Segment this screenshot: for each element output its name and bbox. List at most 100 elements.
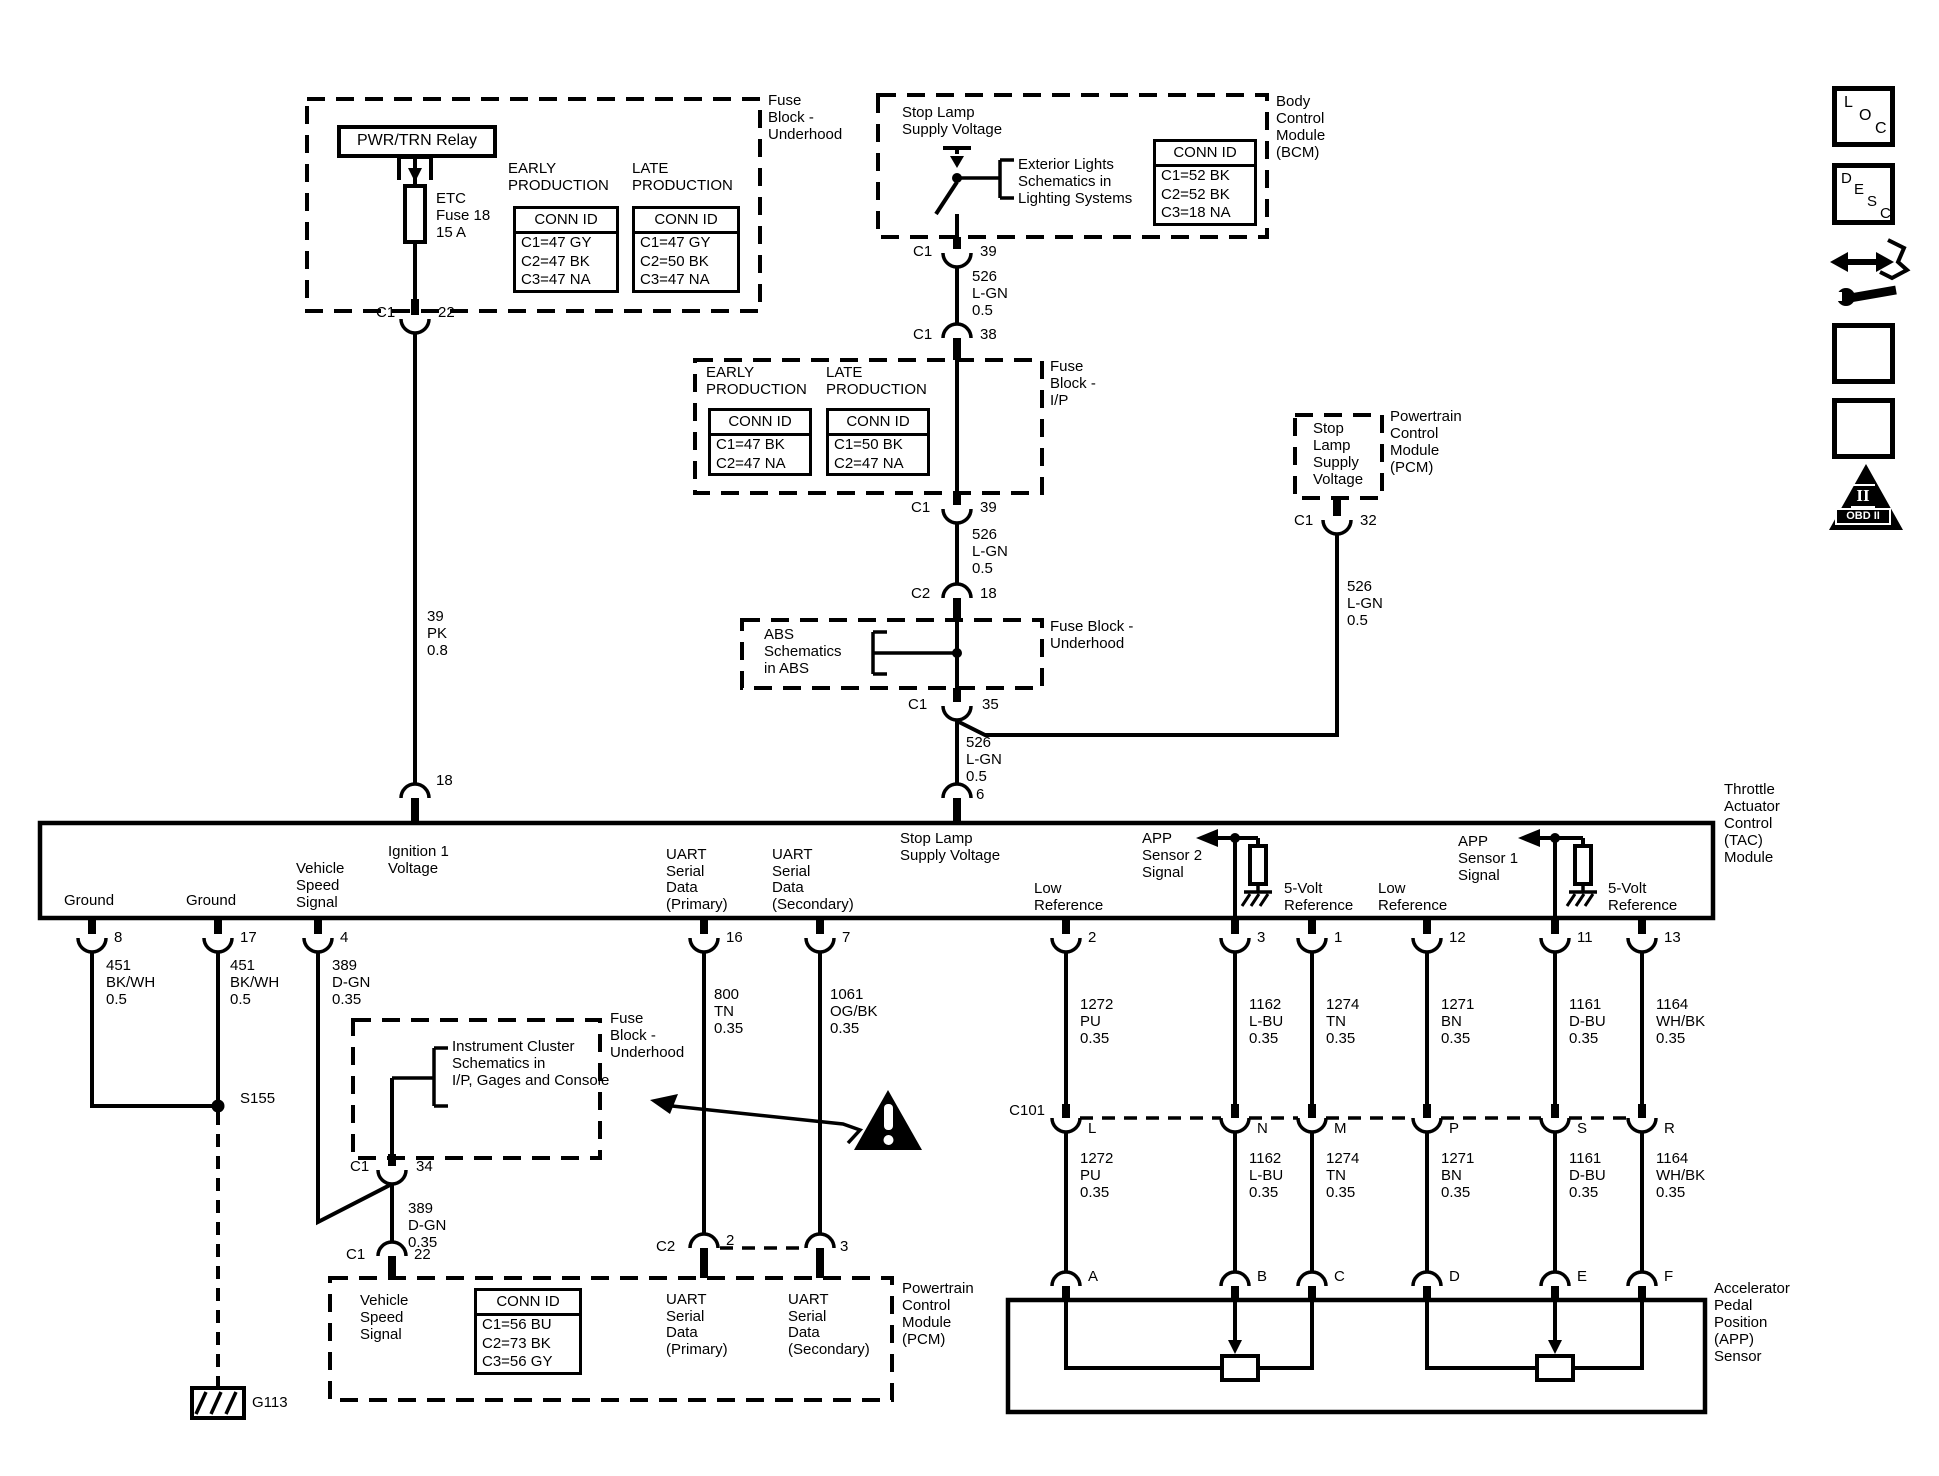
c101-terminal-label: N	[1257, 1120, 1268, 1137]
wire-label: 1274 TN 0.35	[1326, 1150, 1360, 1202]
bcm-switch-symbol	[934, 146, 1014, 237]
tac-pin-label: 4	[340, 929, 349, 946]
conn-id-table-early-underhood: CONN ID C1=47 GY C2=47 BK C3=47 NA	[513, 206, 619, 293]
pcm-uart-primary-label: UART Serial Data (Primary)	[666, 1291, 728, 1358]
next-arrow-button[interactable]	[1832, 323, 1895, 384]
app-terminal-label: A	[1088, 1268, 1099, 1285]
conn-id-table-late-ip: CONN ID C1=50 BK C2=47 NA	[826, 408, 930, 477]
obd-ii-label: OBD II	[1835, 508, 1891, 525]
wire-label-1061: 1061 OG/BK 0.35	[830, 986, 878, 1038]
connector-label: C1	[376, 304, 396, 321]
tac-ground-label: Ground	[186, 892, 237, 909]
app-terminal-label: F	[1664, 1268, 1674, 1285]
c101-connector-label: C101	[1009, 1102, 1045, 1119]
wire-label: 1271 BN 0.35	[1441, 1150, 1475, 1202]
wire-label: 1161 D-BU 0.35	[1569, 996, 1606, 1048]
fuse-block-underhood-label: Fuse Block - Underhood	[768, 92, 843, 144]
pwr-trn-relay-box: PWR/TRN Relay	[337, 125, 497, 158]
previous-arrow-button[interactable]	[1832, 398, 1895, 459]
early-production-heading: EARLY PRODUCTION	[706, 364, 807, 399]
connector-label: C1	[350, 1158, 370, 1175]
loc-button[interactable]: L O C	[1832, 86, 1895, 147]
wire-label: 1164 WH/BK 0.35	[1656, 996, 1706, 1048]
pin-label: 32	[1360, 512, 1377, 529]
wire-label-389: 389 D-GN 0.35	[408, 1200, 447, 1252]
tac-low-reference-label: Low Reference	[1378, 880, 1448, 915]
app-sensor-label: Accelerator Pedal Position (APP) Sensor	[1714, 1280, 1790, 1366]
pcm-stop-lamp-label: Stop Lamp Supply Voltage	[1313, 420, 1364, 489]
wire-label-526: 526 L-GN 0.5	[1347, 578, 1383, 630]
pin-label: 22	[414, 1246, 431, 1263]
pcm-uart-secondary-label: UART Serial Data (Secondary)	[788, 1291, 870, 1358]
wire-label-451: 451 BK/WH 0.5	[230, 957, 280, 1009]
obd-ii-badge: II OBD II	[1829, 464, 1903, 532]
pin-label: 39	[980, 243, 997, 260]
connector-symbols	[76, 252, 1658, 1287]
conn-id-table-pcm: CONN ID C1=56 BU C2=73 BK C3=56 GY	[474, 1288, 582, 1375]
filled-symbols	[88, 148, 1646, 1354]
pin-label: 2	[726, 1232, 735, 1249]
pin-label: 6	[976, 786, 985, 803]
bcm-reference-label: Exterior Lights Schematics in Lighting S…	[1018, 156, 1133, 208]
loc-letter: L	[1844, 94, 1853, 111]
fuse-block-underhood-label: Fuse Block - Underhood	[610, 1010, 685, 1062]
pin-label: 38	[980, 326, 997, 343]
desc-letter: C	[1880, 205, 1891, 222]
tac-5v-reference-label: 5-Volt Reference	[1608, 880, 1678, 915]
pin-label: 18	[436, 772, 453, 789]
wire-label: 1162 L-BU 0.35	[1249, 996, 1284, 1048]
tac-pin-label: 3	[1257, 929, 1266, 946]
wire-label: 1162 L-BU 0.35	[1249, 1150, 1284, 1202]
app2-internal-circuit	[1216, 836, 1272, 918]
wire-label-451: 451 BK/WH 0.5	[106, 957, 156, 1009]
crossing-arrow	[671, 1104, 864, 1145]
instrument-bracket	[392, 1046, 448, 1108]
tac-pin-label: 2	[1088, 929, 1097, 946]
conn-id-table-early-ip: CONN ID C1=47 BK C2=47 NA	[708, 408, 812, 477]
tac-ignition-label: Ignition 1 Voltage	[388, 843, 449, 878]
late-production-heading: LATE PRODUCTION	[826, 364, 927, 399]
pin-label: 39	[980, 499, 997, 516]
c101-terminal-label: R	[1664, 1120, 1675, 1137]
wire-label: 1161 D-BU 0.35	[1569, 1150, 1606, 1202]
dashed-boxes	[305, 93, 1384, 1402]
ground-label: G113	[252, 1394, 288, 1411]
wiring-navigation-icon[interactable]	[1828, 238, 1908, 308]
late-production-heading: LATE PRODUCTION	[632, 160, 733, 195]
connector-label: C1	[1294, 512, 1314, 529]
pcm-module-label: Powertrain Control Module (PCM)	[902, 1280, 974, 1349]
tac-uart-primary-label: UART Serial Data (Primary)	[666, 846, 728, 913]
desc-letter: D	[1841, 170, 1852, 187]
tac-pin-label: 13	[1664, 929, 1681, 946]
connector-label: C2	[911, 585, 931, 602]
tac-app2-signal-label: APP Sensor 2 Signal	[1142, 830, 1203, 882]
desc-letter: S	[1867, 193, 1878, 210]
c101-terminal-label: L	[1088, 1120, 1097, 1137]
wire-label: 1271 BN 0.35	[1441, 996, 1475, 1048]
tac-pin-label: 8	[114, 929, 123, 946]
loc-letter: O	[1859, 107, 1872, 124]
bcm-stop-lamp-label: Stop Lamp Supply Voltage	[902, 104, 1003, 139]
etc-fuse-label: ETC Fuse 18 15 A	[436, 190, 491, 242]
tac-low-reference-label: Low Reference	[1034, 880, 1104, 915]
desc-button[interactable]: D E S C	[1832, 163, 1895, 225]
pin-label: 18	[980, 585, 997, 602]
obd-ii-numeral: II	[1851, 484, 1875, 508]
connector-label: C1	[346, 1246, 366, 1263]
app1-internal-circuit	[1538, 836, 1597, 918]
wire-label-39-pk: 39 PK 0.8	[427, 608, 448, 660]
conn-id-table-bcm: CONN ID C1=52 BK C2=52 BK C3=18 NA	[1153, 139, 1257, 226]
early-production-heading: EARLY PRODUCTION	[508, 160, 609, 195]
wire-label: 1274 TN 0.35	[1326, 996, 1360, 1048]
tac-pin-label: 17	[240, 929, 257, 946]
wire-label-389: 389 D-GN 0.35	[332, 957, 371, 1009]
instrument-cluster-reference-label: Instrument Cluster Schematics in I/P, Ga…	[452, 1038, 610, 1090]
pin-label: 22	[438, 304, 455, 321]
conn-id-table-late-underhood: CONN ID C1=47 GY C2=50 BK C3=47 NA	[632, 206, 740, 293]
connector-label: C2	[656, 1238, 676, 1255]
fuse-block-underhood-label: Fuse Block - Underhood	[1050, 618, 1134, 653]
connector-label: C1	[913, 326, 933, 343]
tac-pin-label: 16	[726, 929, 743, 946]
app-terminal-label: E	[1577, 1268, 1588, 1285]
